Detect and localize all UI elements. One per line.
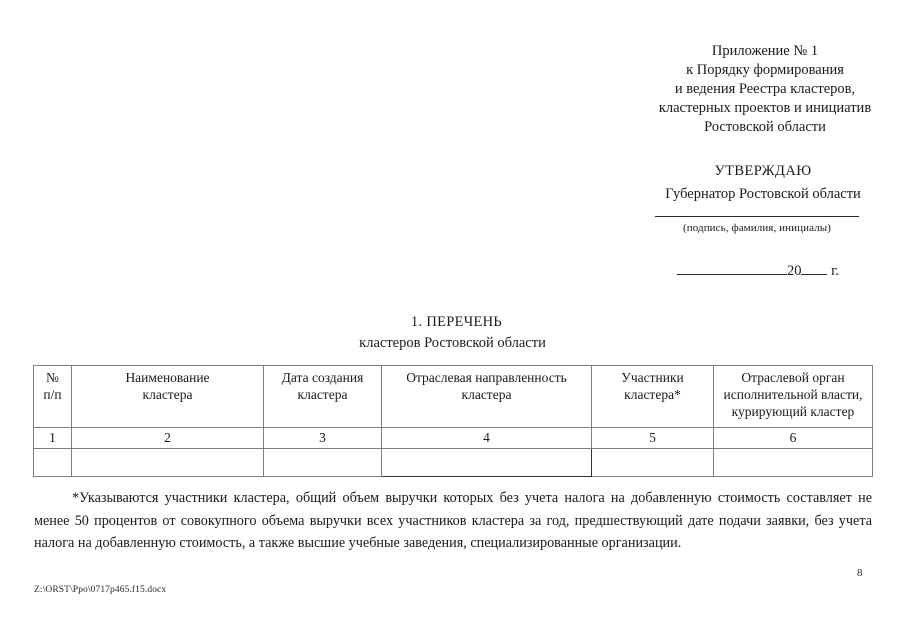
signature-line	[655, 216, 859, 217]
table-cell-column-index: 4	[381, 427, 592, 449]
file-path-label: Z:\ORST\Ppo\0717p465.f15.docx	[34, 585, 167, 595]
table-cell-empty[interactable]	[33, 448, 72, 477]
approval-role: Губернатор Ростовской области	[665, 186, 861, 202]
header-line: Отраслевая направленность	[406, 370, 567, 385]
header-line: исполнительной власти,	[723, 387, 863, 402]
approval-block: УТВЕРЖДАЮ Губернатор Ростовской области	[632, 160, 894, 206]
table-header-cell-industry-focus: Отраслевая направленность кластера	[381, 365, 592, 428]
header-line: №	[46, 370, 59, 385]
table-header-row: № п/п Наименование кластера Дата создани…	[33, 365, 873, 428]
table-cell-column-index: 2	[71, 427, 264, 449]
table-cell-column-index: 6	[713, 427, 873, 449]
header-line: кластера	[142, 387, 193, 402]
table-header-cell-number: № п/п	[33, 365, 72, 428]
appendix-line-5: Ростовской области	[704, 119, 826, 135]
registry-table: № п/п Наименование кластера Дата создани…	[33, 365, 873, 477]
header-line: курирующий кластер	[731, 404, 855, 419]
header-line: кластера	[461, 387, 512, 402]
table-cell-empty[interactable]	[713, 448, 873, 477]
header-line: Наименование	[125, 370, 210, 385]
table-cell-column-index: 1	[33, 427, 72, 449]
appendix-line-1: Приложение № 1	[711, 43, 819, 59]
table-cell-column-index: 3	[263, 427, 382, 449]
page-title: 1. ПЕРЕЧЕНЬ кластеров Ростовской области	[0, 312, 905, 354]
date-blank-line	[676, 263, 787, 275]
date-block: 20 г.	[648, 263, 868, 280]
header-line: Отраслевой орган	[741, 370, 845, 385]
table-header-cell-authority: Отраслевой орган исполнительной власти, …	[713, 365, 873, 428]
appendix-reference-block: Приложение № 1 к Порядку формирования и …	[640, 42, 890, 137]
table-cell-empty[interactable]	[71, 448, 264, 477]
signature-block: (подпись, фамилия, инициалы)	[650, 216, 864, 235]
table-header-cell-creation-date: Дата создания кластера	[263, 365, 382, 428]
table-cell-empty[interactable]	[591, 448, 714, 477]
header-line: п/п	[43, 387, 62, 402]
table-row: 1 2 3 4 5 6	[33, 427, 873, 449]
signature-caption: (подпись, фамилия, инициалы)	[682, 222, 832, 234]
page-number: 8	[857, 567, 863, 579]
header-line: Участники	[621, 370, 684, 385]
approval-heading: УТВЕРЖДАЮ	[714, 163, 812, 179]
page-title-line-2: кластеров Ростовской области	[359, 335, 546, 351]
appendix-line-2: к Порядку формирования	[686, 62, 844, 78]
table-header-cell-name: Наименование кластера	[71, 365, 264, 428]
table-cell-selected[interactable]	[381, 448, 592, 477]
table-row[interactable]	[33, 448, 873, 477]
registry-table-wrapper: № п/п Наименование кластера Дата создани…	[33, 365, 873, 477]
page-title-line-1: 1. ПЕРЕЧЕНЬ	[410, 314, 503, 330]
date-year-prefix: 20	[786, 263, 802, 279]
table-cell-column-index: 5	[591, 427, 714, 449]
appendix-line-3: и ведения Реестра кластеров,	[674, 81, 856, 97]
table-header-cell-participants: Участники кластера*	[591, 365, 714, 428]
appendix-line-4: кластерных проектов и инициатив	[658, 100, 872, 116]
date-year-suffix: г.	[831, 263, 840, 279]
table-cell-empty[interactable]	[263, 448, 382, 477]
date-year-blank	[801, 263, 828, 275]
header-line: кластера*	[624, 387, 681, 402]
header-line: кластера	[297, 387, 348, 402]
footnote-text: *Указываются участники кластера, общий о…	[34, 490, 872, 552]
header-line: Дата создания	[281, 370, 364, 385]
